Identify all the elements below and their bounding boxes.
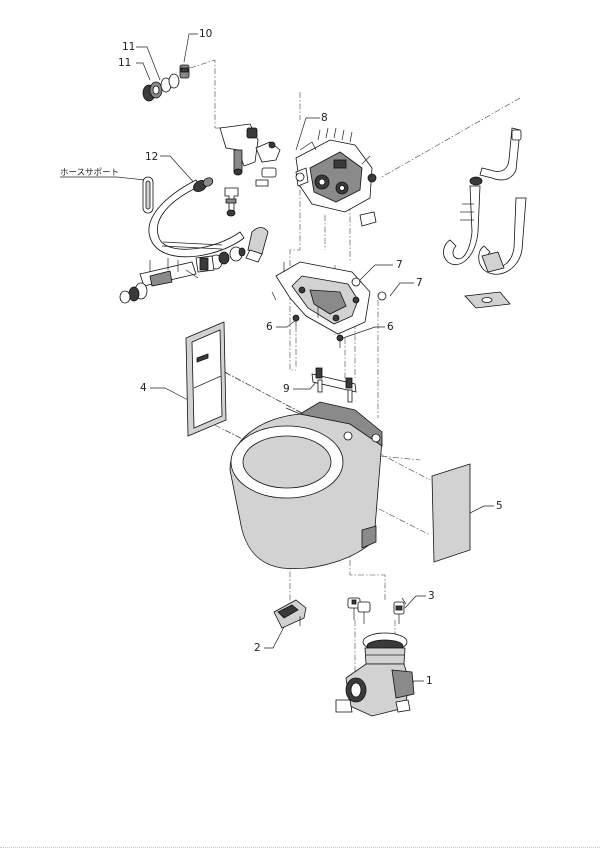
callout-8: 8 — [321, 112, 328, 124]
left-inlet-valve-parts — [119, 241, 246, 304]
callout-3: 3 — [428, 590, 435, 602]
callout-1: 1 — [426, 675, 433, 687]
toilet-bowl — [229, 401, 383, 570]
mounting-base-plate — [271, 261, 387, 348]
callout-11-upper: 11 — [122, 41, 135, 53]
drain-adapter-1 — [335, 632, 415, 717]
callout-5: 5 — [496, 500, 503, 512]
right-hoses — [443, 127, 527, 309]
callout-9: 9 — [283, 383, 290, 395]
part-2-foot — [273, 599, 307, 629]
callout-7-upper: 7 — [396, 259, 403, 271]
clip-set-3 — [347, 597, 407, 624]
callout-11-lower: 11 — [118, 57, 131, 69]
valve-assembly — [219, 123, 281, 263]
control-unit-8 — [295, 127, 377, 227]
hose-support-label: ホースサポート — [60, 168, 119, 178]
callout-leaders — [60, 33, 494, 696]
callout-6-left: 6 — [266, 321, 273, 333]
callout-10: 10 — [199, 28, 212, 40]
callout-7-lower: 7 — [416, 277, 423, 289]
callout-4: 4 — [140, 382, 147, 394]
side-panel-5 — [431, 463, 471, 563]
callout-2: 2 — [254, 642, 261, 654]
bracket-9 — [311, 367, 357, 403]
side-panel-4 — [185, 321, 227, 437]
callout-labels: 11 11 10 12 ホースサポート 8 7 7 6 6 9 4 5 3 2 … — [60, 28, 503, 687]
fitting-10-11-group — [142, 64, 190, 102]
callout-12: 12 — [145, 151, 158, 163]
hose-12-group — [142, 176, 245, 258]
callout-6-right: 6 — [387, 321, 394, 333]
